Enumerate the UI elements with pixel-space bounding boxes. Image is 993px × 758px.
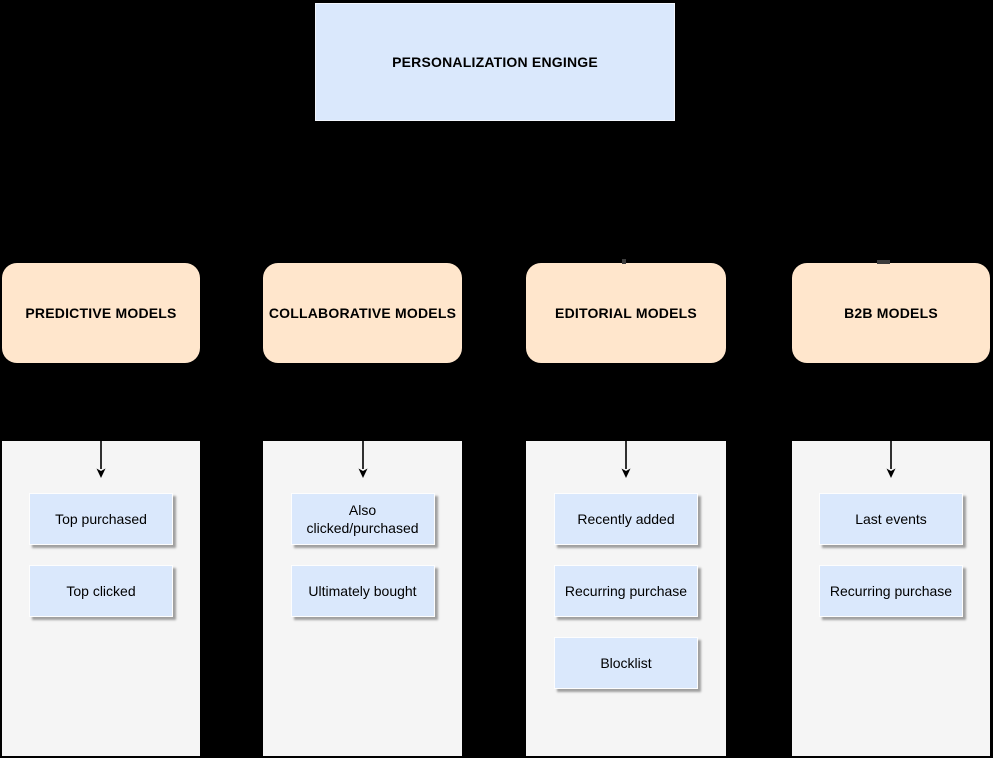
down-arrow-icon <box>358 441 367 478</box>
model-item-node: Recurring purchase <box>819 565 963 617</box>
model-item-node: Top clicked <box>29 565 173 617</box>
model-item-node: Also clicked/purchased <box>290 493 435 545</box>
model-item-node: Recently added <box>554 493 698 545</box>
category-node: COLLABORATIVE MODELS <box>263 263 462 363</box>
category-panel: Last events Recurring purchase <box>792 441 990 756</box>
item-label: Recurring purchase <box>829 583 953 599</box>
item-label: Top clicked <box>66 583 136 599</box>
model-item-node: Last events <box>819 493 963 545</box>
item-label: Ultimately bought <box>308 583 417 599</box>
model-column: COLLABORATIVE MODELS Also clicked/purcha… <box>263 263 462 756</box>
personalization-engine-node: PERSONALIZATION ENGINGE <box>315 3 675 121</box>
model-column: EDITORIAL MODELS Recently added Recurrin… <box>526 263 726 756</box>
item-label: Blocklist <box>600 655 652 671</box>
item-label: Also clicked/purchased <box>306 502 419 536</box>
category-node: B2B MODELS <box>792 263 990 363</box>
category-node: EDITORIAL MODELS <box>526 263 726 363</box>
category-node: PREDICTIVE MODELS <box>2 263 200 363</box>
model-item-node: Top purchased <box>29 493 173 545</box>
item-label: Top purchased <box>55 511 147 527</box>
model-item-node: Blocklist <box>554 637 698 689</box>
item-label: Recently added <box>577 511 675 527</box>
down-arrow-icon <box>886 441 896 478</box>
category-label: B2B MODELS <box>844 305 938 321</box>
category-label: COLLABORATIVE MODELS <box>268 305 457 321</box>
model-item-node: Recurring purchase <box>554 565 698 617</box>
category-label: EDITORIAL MODELS <box>555 305 697 321</box>
item-label: Recurring purchase <box>564 583 688 599</box>
down-arrow-icon <box>621 441 631 478</box>
model-item-node: Ultimately bought <box>290 565 435 617</box>
engine-label: PERSONALIZATION ENGINGE <box>392 54 598 70</box>
category-panel: Top purchased Top clicked <box>2 441 200 756</box>
connector-remnant-editorial <box>622 259 626 264</box>
model-column: PREDICTIVE MODELS Top purchased Top clic… <box>2 263 200 756</box>
category-panel: Recently added Recurring purchase Blockl… <box>526 441 726 756</box>
model-column: B2B MODELS Last events Recurring purchas… <box>792 263 990 756</box>
connector-remnant-b2b <box>877 260 890 264</box>
down-arrow-icon <box>96 441 106 478</box>
category-panel: Also clicked/purchased Ultimately bought <box>263 441 462 756</box>
item-label: Last events <box>855 511 927 527</box>
category-label: PREDICTIVE MODELS <box>25 305 177 321</box>
